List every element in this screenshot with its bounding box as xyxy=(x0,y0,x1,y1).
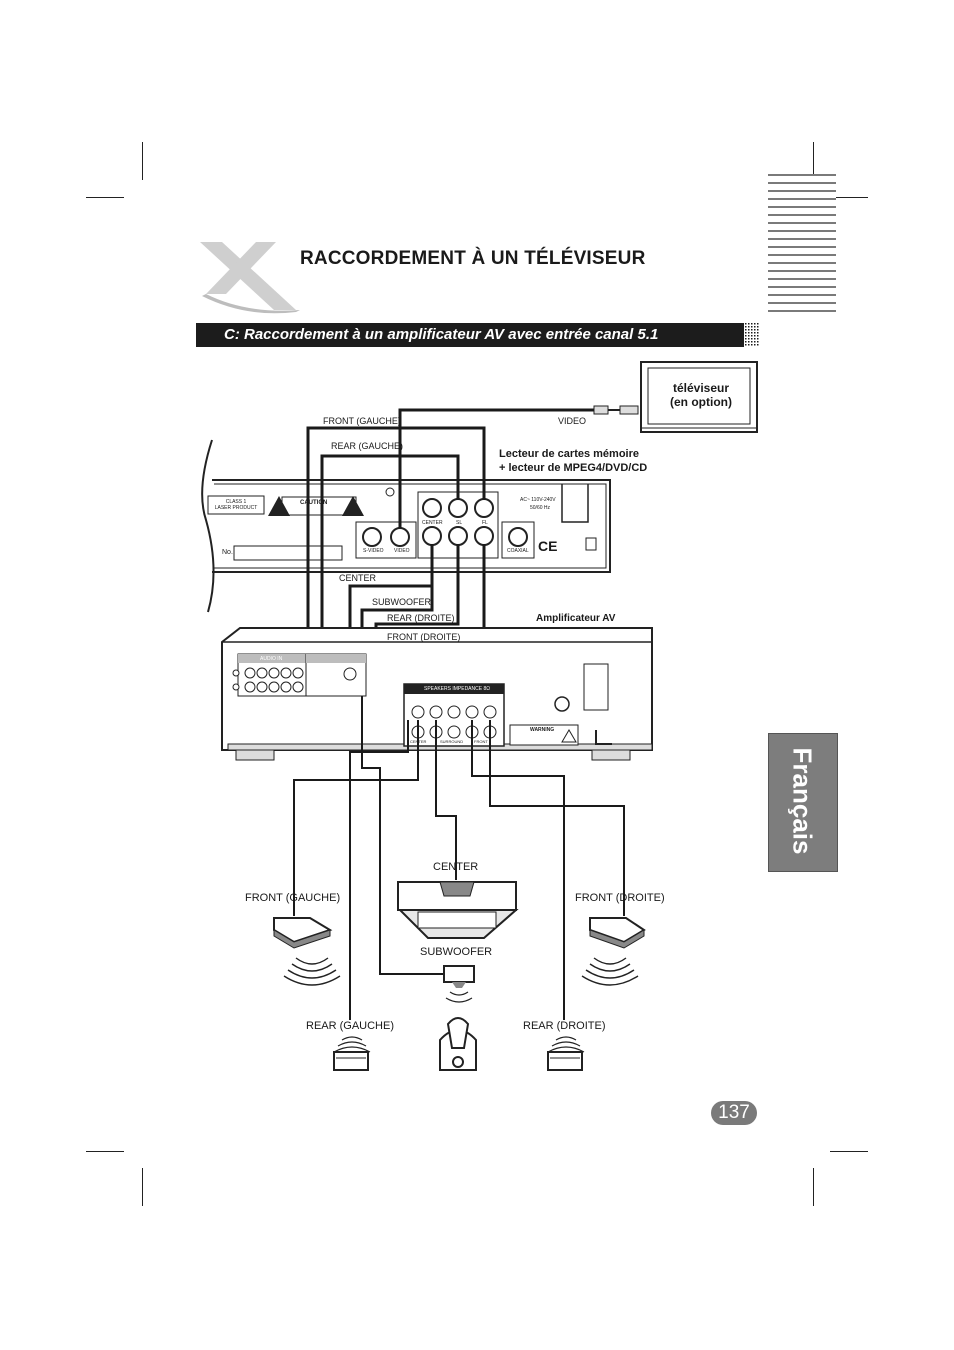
sl-jack-label: SL xyxy=(456,520,463,526)
crop-mark xyxy=(830,197,868,198)
terminal-surround-label: SURROUND xyxy=(440,739,464,744)
section-title: C: Raccordement à un amplificateur AV av… xyxy=(224,326,659,343)
fl-jack-label: FL xyxy=(482,520,488,526)
audio-in-label: AUDIO IN xyxy=(260,656,283,662)
ac-label: AC~ 110V-240V xyxy=(520,497,556,503)
x-logo-icon xyxy=(200,242,300,314)
ce-mark: CE xyxy=(538,538,558,554)
listener-icon xyxy=(439,1017,477,1071)
cable-label-video: VIDEO xyxy=(558,416,587,426)
speaker-label-front-gauche: FRONT (GAUCHE) xyxy=(245,892,341,904)
decorative-stripes xyxy=(768,174,836,312)
serial-no-label: No. xyxy=(222,549,233,556)
cable-label-rear-gauche: REAR (GAUCHE) xyxy=(331,441,404,451)
terminal-front-label: FRONT xyxy=(474,739,488,744)
player-label-line2: + lecteur de MPEG4/DVD/CD xyxy=(499,462,648,474)
coaxial-jack-label: COAXIAL xyxy=(507,548,529,554)
subwoofer-icon xyxy=(443,965,475,1003)
crop-mark xyxy=(813,1168,814,1206)
rear-left-speaker-icon xyxy=(333,1036,371,1071)
section-bar xyxy=(196,323,744,347)
cable-label-front-gauche: FRONT (GAUCHE) xyxy=(323,416,401,426)
tv-label: téléviseur (en option) xyxy=(645,381,757,409)
speaker-label-rear-gauche: REAR (GAUCHE) xyxy=(306,1020,395,1032)
language-tab-label: Français xyxy=(787,747,818,855)
video-jack-label: VIDEO xyxy=(394,548,410,554)
tv-icon xyxy=(640,361,758,433)
page-title: RACCORDEMENT À UN TÉLÉVISEUR xyxy=(300,248,646,269)
rear-right-speaker-icon xyxy=(547,1036,585,1071)
crop-mark xyxy=(142,1168,143,1206)
crop-mark xyxy=(830,1151,868,1152)
caution-label: CAUTION xyxy=(300,500,328,506)
amp-title: Amplificateur AV xyxy=(536,613,616,624)
speaker-wires xyxy=(293,696,625,1020)
crop-mark xyxy=(86,197,124,198)
player-label-line1: Lecteur de cartes mémoire xyxy=(499,448,640,460)
crop-mark xyxy=(86,1151,124,1152)
tv-label-line1: téléviseur xyxy=(672,381,730,395)
class1-line2: LASER PRODUCT xyxy=(214,505,258,511)
player-back-panel xyxy=(201,439,611,613)
crop-mark xyxy=(142,142,143,180)
front-left-speaker-icon xyxy=(273,917,341,986)
speaker-label-subwoofer: SUBWOOFER xyxy=(420,946,493,958)
svideo-jack-label: S-VIDEO xyxy=(363,548,384,554)
class1-line1: CLASS 1 xyxy=(225,499,247,505)
hz-label: 50/60 Hz xyxy=(530,505,551,511)
tv-label-line2: (en option) xyxy=(670,395,732,409)
cable-label-rear-droite: REAR (DROITE) xyxy=(387,613,455,623)
page-number: 137 xyxy=(711,1101,757,1125)
speaker-label-rear-droite: REAR (DROITE) xyxy=(523,1020,606,1032)
center-speaker-icon xyxy=(397,881,519,939)
speakers-impedance-label: SPEAKERS IMPEDANCE 8Ω xyxy=(424,686,490,692)
speaker-label-center: CENTER xyxy=(433,861,479,873)
language-tab xyxy=(768,733,838,872)
center-jack-label: CENTER xyxy=(422,520,443,526)
cable-label-center: CENTER xyxy=(339,573,377,583)
cable-label-subwoofer: SUBWOOFER xyxy=(372,597,432,607)
speaker-label-front-droite: FRONT (DROITE) xyxy=(575,892,665,904)
crop-mark xyxy=(813,142,814,180)
dither-pattern xyxy=(730,323,760,347)
cable-label-front-droite: FRONT (DROITE) xyxy=(387,632,461,642)
warning-label: WARNING xyxy=(530,727,555,733)
terminal-center-label: CENTER xyxy=(410,739,427,744)
front-right-speaker-icon xyxy=(581,917,646,986)
